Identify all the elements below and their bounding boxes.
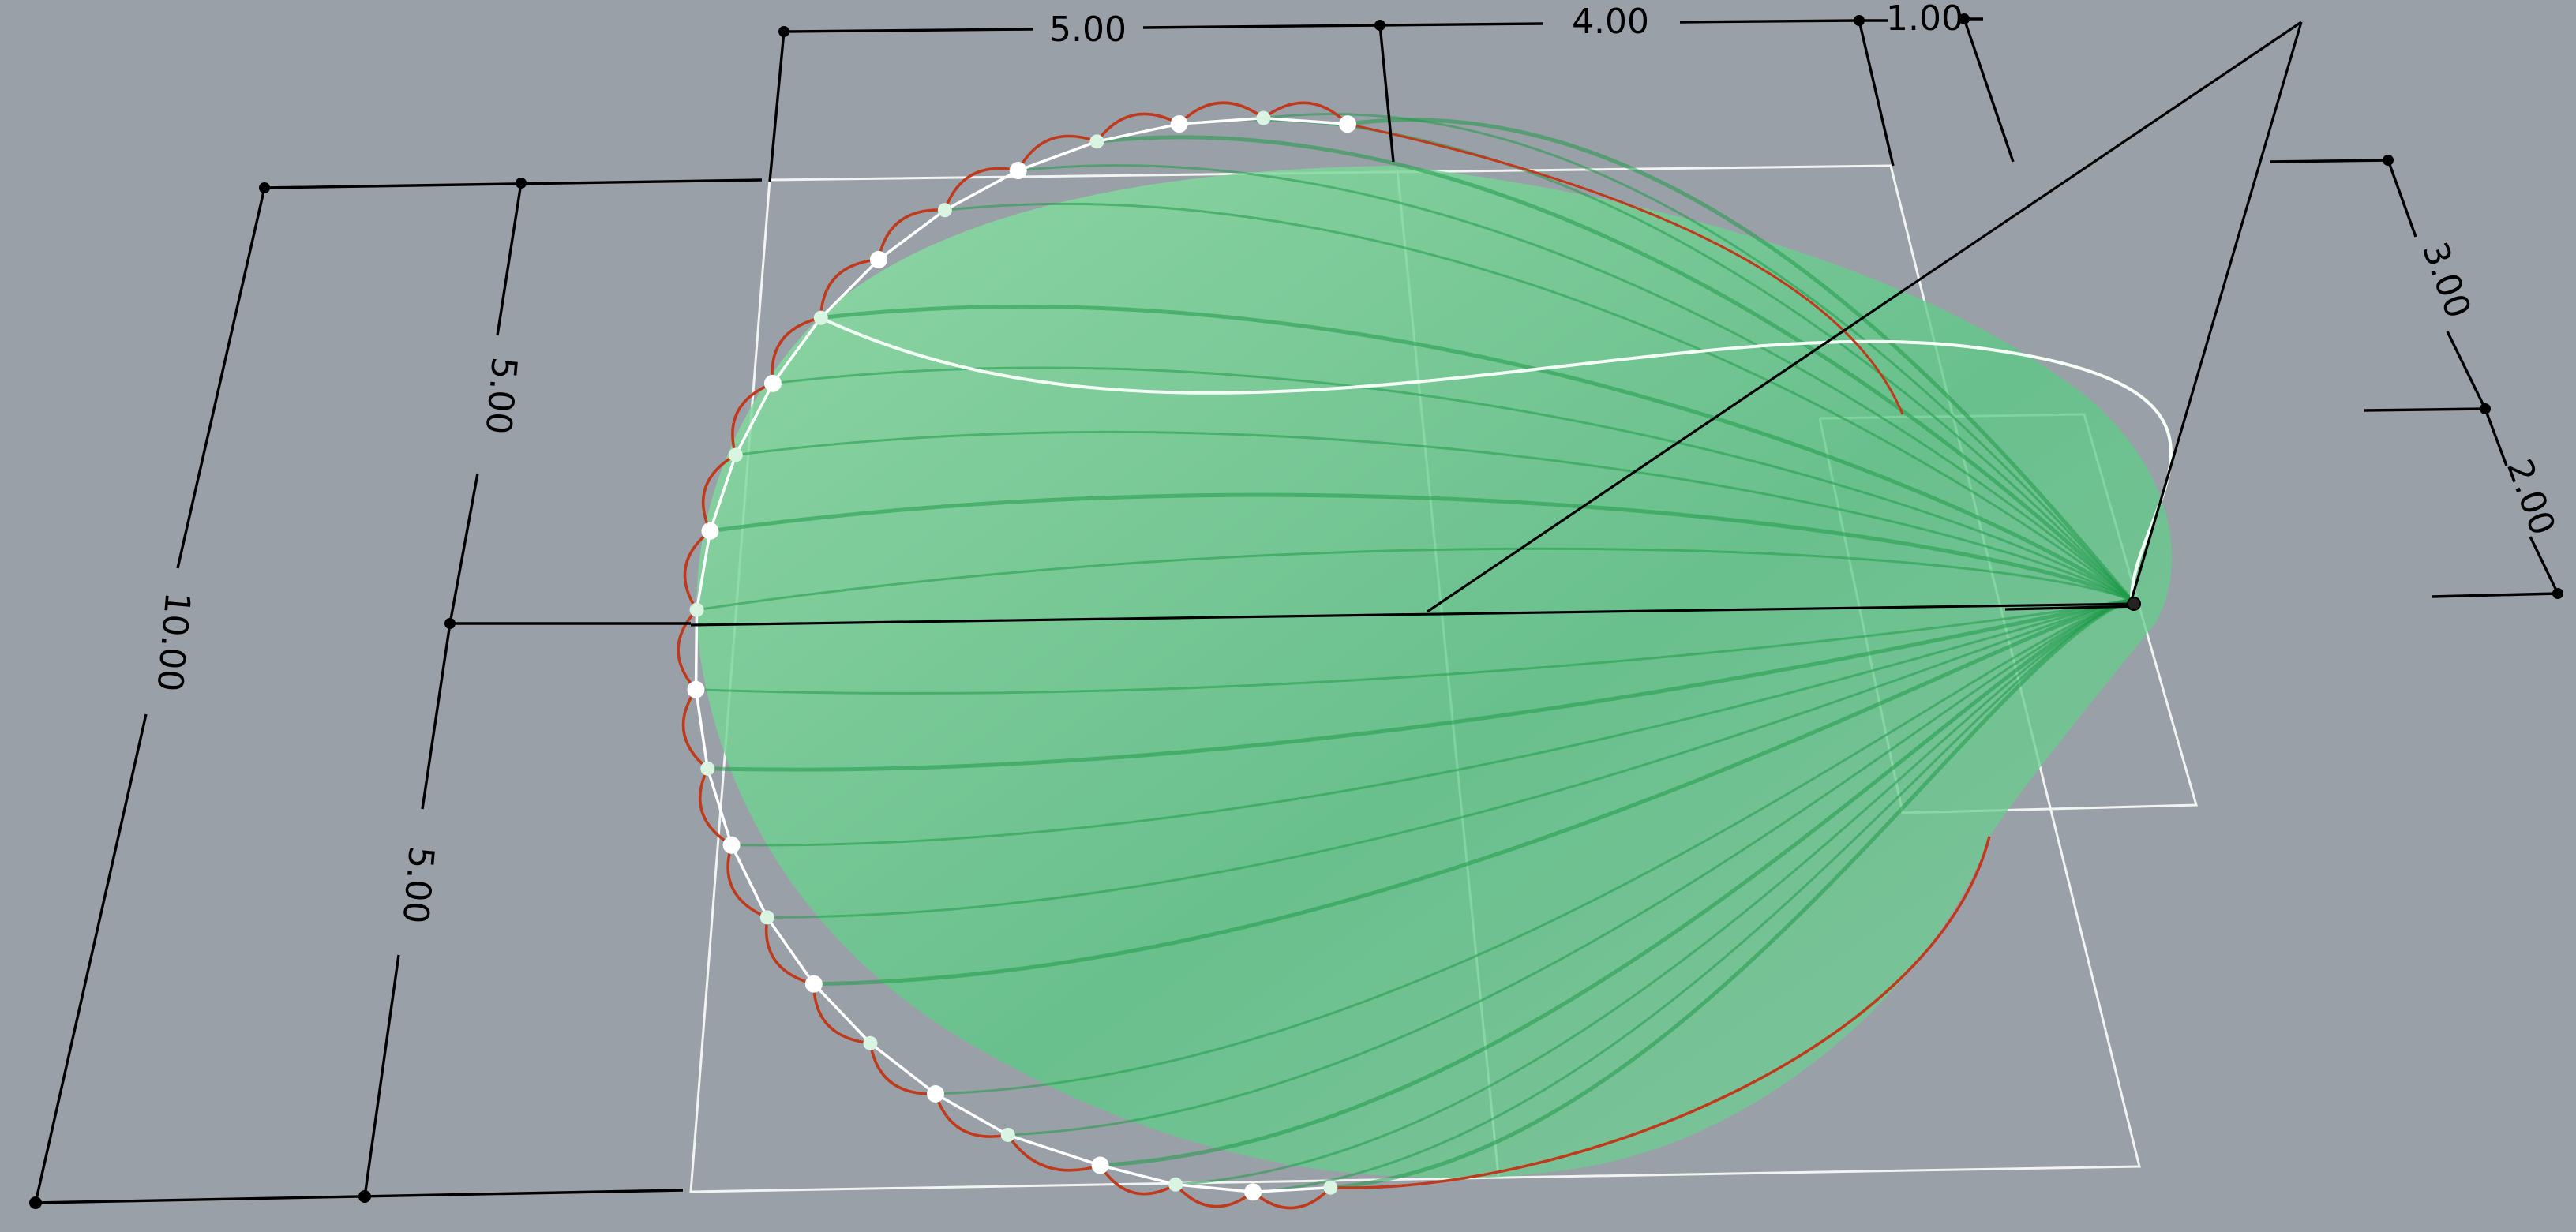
upper-edge-curve [1347, 122, 1904, 415]
shell-rib [1330, 597, 2132, 1190]
reference-lines [690, 21, 2303, 627]
dimension-top-mid[interactable]: 4.00 [1374, 2, 1860, 163]
dimension-label-right-lower: 2.00 [2499, 454, 2563, 541]
base-rectangle [689, 164, 2141, 1193]
shell-rib [820, 305, 2133, 602]
control-point[interactable] [722, 836, 741, 854]
shell-surface[interactable] [696, 113, 2173, 1193]
dimension-right-upper[interactable]: 3.00 [2269, 155, 2491, 414]
control-point[interactable] [700, 761, 715, 776]
shell-rib [710, 492, 2133, 602]
control-point[interactable] [1000, 1127, 1015, 1142]
shell-rib [1347, 118, 2133, 601]
shell-rib [772, 366, 2132, 601]
control-point[interactable] [1339, 115, 1357, 133]
dimension-label-top-mid: 4.00 [1572, 2, 1649, 42]
center-axis [690, 602, 2136, 627]
shell-rib [1097, 135, 2133, 601]
shell-rib [731, 598, 2132, 847]
shell-rib [935, 598, 2132, 1095]
control-point[interactable] [863, 1035, 878, 1050]
dimension-left-lower[interactable]: 5.00 [35, 623, 684, 1204]
control-points [687, 110, 1357, 1201]
dimension-label-top-left: 5.00 [1049, 9, 1127, 50]
shell-ribs [696, 113, 2173, 1193]
control-point[interactable] [1091, 1156, 1109, 1174]
shell-rib [1100, 597, 2132, 1168]
hinge-point[interactable] [2127, 597, 2141, 611]
shell-rib [696, 598, 2132, 695]
shell-rib [944, 202, 2132, 601]
control-polygon [694, 116, 1348, 1194]
shell-rib [1263, 113, 2133, 601]
shell-rib [1252, 598, 2132, 1193]
dimension-top-right[interactable]: 1.00 [1854, 0, 2015, 167]
control-point[interactable] [804, 975, 823, 993]
dimension-label-left-total: 10.00 [149, 590, 198, 693]
control-point[interactable] [689, 602, 704, 617]
control-point[interactable] [728, 447, 743, 462]
dimension-left-total[interactable]: 10.00 [29, 182, 270, 1209]
control-point[interactable] [813, 310, 828, 325]
dimension-label-left-upper: 5.00 [478, 355, 524, 436]
control-point[interactable] [1244, 1183, 1262, 1201]
dimension-right-lower[interactable]: 2.00 [2431, 408, 2563, 599]
dimension-top-left[interactable]: 5.00 [768, 9, 1381, 182]
control-point[interactable] [1009, 162, 1027, 180]
shell-rib [1176, 598, 2132, 1186]
shell-surface-fill [696, 166, 2173, 1178]
control-point[interactable] [1168, 1177, 1183, 1192]
control-point[interactable] [687, 680, 705, 698]
apex-line-right [2130, 21, 2303, 601]
shell-rib [696, 547, 2132, 612]
control-point[interactable] [1323, 1180, 1338, 1195]
control-point[interactable] [937, 203, 952, 218]
control-point[interactable] [1089, 134, 1104, 149]
control-point[interactable] [1256, 110, 1271, 125]
shell-rib [767, 598, 2132, 919]
control-point[interactable] [927, 1085, 945, 1103]
hinge-point-line [2004, 605, 2140, 611]
control-point[interactable] [869, 250, 887, 268]
apex-line-left [1427, 21, 2302, 613]
control-point[interactable] [701, 522, 719, 540]
shell-rib [813, 597, 2132, 987]
shell-rib [1007, 598, 2132, 1137]
control-point[interactable] [1170, 115, 1188, 133]
control-point[interactable] [763, 374, 782, 392]
shell-rib [1018, 164, 2132, 601]
dimension-label-right-upper: 3.00 [2414, 237, 2478, 324]
dimension-label-left-lower: 5.00 [395, 844, 441, 925]
shell-rib [735, 430, 2132, 601]
shell-rib [707, 597, 2132, 772]
dimension-left-upper[interactable]: 5.00 [264, 178, 763, 629]
dimension-label-top-right: 1.00 [1886, 0, 1963, 39]
scalloped-edge-curve [677, 101, 1991, 1210]
dimensions: 5.00 4.00 1.00 3.00 [29, 0, 2563, 1209]
control-point[interactable] [759, 910, 774, 925]
